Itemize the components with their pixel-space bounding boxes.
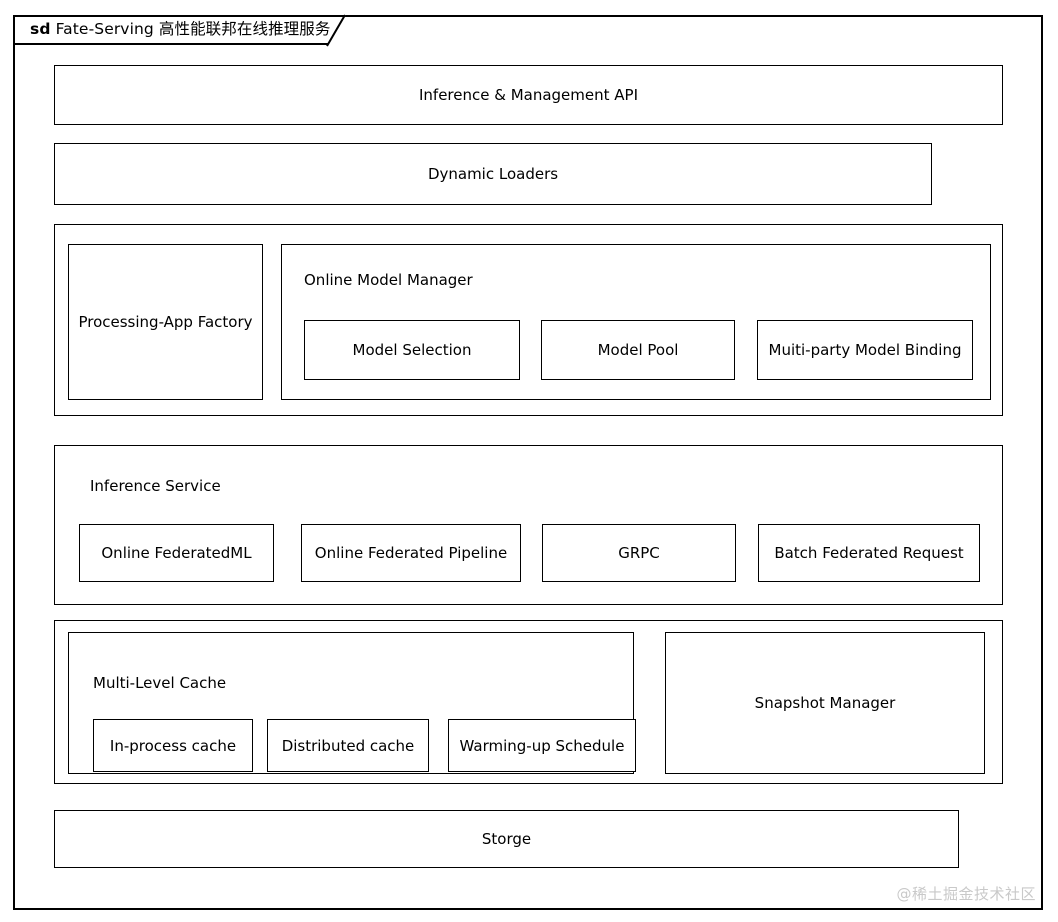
block-label: Snapshot Manager [754,694,896,712]
block-label: In-process cache [109,736,237,755]
layer-cache-container: Multi-Level Cache In-process cache Distr… [54,620,1003,784]
layer-label: Storge [481,830,532,848]
layer-inference-service: Inference Service Online FederatedML Onl… [54,445,1003,605]
frame-keyword: sd [30,20,51,39]
layer-dynamic-loaders[interactable]: Dynamic Loaders [54,143,932,205]
frame-title-text: Fate-Serving 高性能联邦在线推理服务 [55,20,331,39]
layer-model-container: Processing-App Factory Online Model Mana… [54,224,1003,416]
block-label: Warming-up Schedule [459,736,625,755]
block-snapshot-manager[interactable]: Snapshot Manager [665,632,985,774]
block-warming-up-schedule[interactable]: Warming-up Schedule [448,719,636,772]
block-grpc[interactable]: GRPC [542,524,736,582]
page-title: sd Fate-Serving 高性能联邦在线推理服务 [30,22,330,38]
group-title-inference-service: Inference Service [90,477,221,495]
group-multi-level-cache: Multi-Level Cache In-process cache Distr… [68,632,636,774]
block-muiti-party-model-binding[interactable]: Muiti-party Model Binding [757,320,973,380]
group-online-model-manager: Online Model Manager Model Selection Mod… [281,244,991,400]
block-model-pool[interactable]: Model Pool [541,320,735,380]
block-label: Online Federated Pipeline [314,544,508,562]
layer-inference-management-api[interactable]: Inference & Management API [54,65,1003,125]
block-online-federatedml[interactable]: Online FederatedML [79,524,274,582]
group-title-multi-level-cache: Multi-Level Cache [93,674,227,692]
layer-label: Dynamic Loaders [427,165,559,183]
block-online-federated-pipeline[interactable]: Online Federated Pipeline [301,524,521,582]
block-model-selection[interactable]: Model Selection [304,320,520,380]
block-label: Distributed cache [281,736,415,755]
block-label: GRPC [618,544,660,562]
group-title-online-model-manager: Online Model Manager [304,271,473,289]
block-distributed-cache[interactable]: Distributed cache [267,719,429,772]
layer-storge[interactable]: Storge [54,810,959,868]
layer-label: Inference & Management API [418,86,639,104]
block-label: Model Pool [597,341,679,359]
block-batch-federated-request[interactable]: Batch Federated Request [758,524,980,582]
block-label: Processing-App Factory [78,313,253,331]
block-label: Model Selection [352,341,472,359]
block-processing-app-factory[interactable]: Processing-App Factory [68,244,263,400]
block-label: Muiti-party Model Binding [768,341,962,359]
block-in-process-cache[interactable]: In-process cache [93,719,253,772]
block-label: Online FederatedML [101,544,252,562]
block-label: Batch Federated Request [774,544,964,562]
watermark: @稀土掘金技术社区 [896,885,1036,903]
diagram-title-tab: sd Fate-Serving 高性能联邦在线推理服务 [13,15,346,45]
